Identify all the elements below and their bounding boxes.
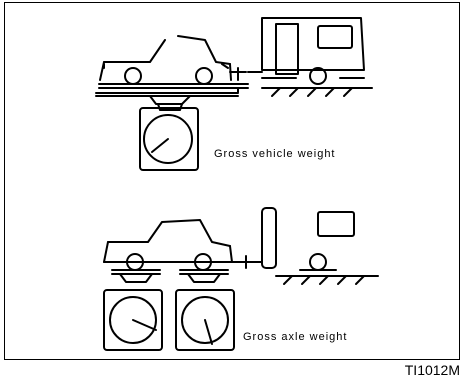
bottom-car-outline (104, 220, 232, 262)
bottom-trailer (262, 208, 354, 270)
bottom-axle-scale-left (104, 270, 162, 350)
gross-vehicle-weight-label: Gross vehicle weight (214, 148, 336, 160)
top-scale-dial (140, 108, 198, 170)
top-car-wheel-rear (196, 68, 212, 84)
top-ground (262, 88, 372, 96)
top-platform-scale (96, 84, 248, 110)
bottom-ground (276, 276, 378, 284)
bottom-tow-hitch (232, 256, 262, 268)
bottom-axle-scale-right (176, 270, 234, 350)
figure-code: TI1012M (405, 362, 460, 378)
top-car-wheel-front (125, 68, 141, 84)
top-trailer (248, 18, 364, 84)
gross-axle-weight-label: Gross axle weight (243, 331, 347, 343)
